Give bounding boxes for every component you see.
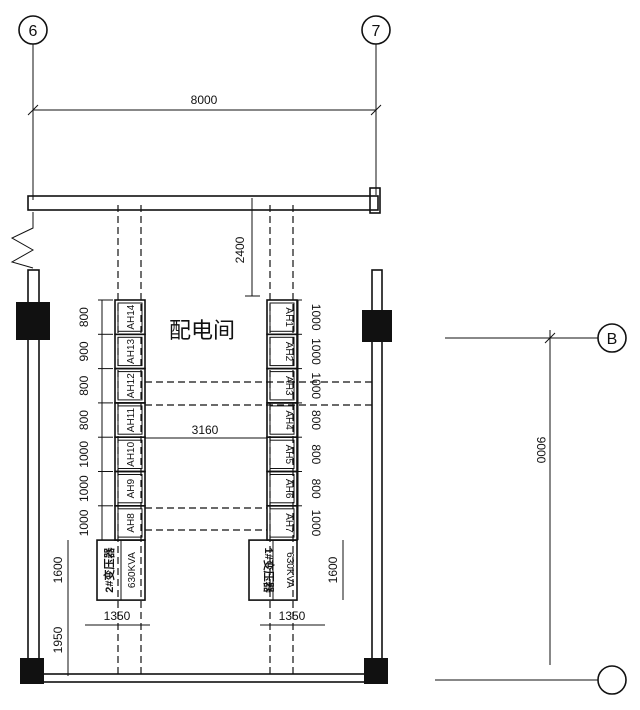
cabinet-label: AH4 (283, 410, 294, 430)
cabinet-width-label: 1000 (77, 441, 91, 468)
left-base-label: 1350 (104, 609, 131, 623)
cabinet-label: AH6 (283, 479, 294, 499)
cabinet-width-label: 900 (77, 341, 91, 361)
cabinet-width-label: 800 (77, 375, 91, 395)
axis-7-label: 7 (372, 23, 381, 40)
column-left-bottom (20, 658, 44, 684)
cable-trenches (117, 205, 372, 675)
cabinet-label: AH2 (283, 342, 294, 362)
cabinet-label: AH3 (283, 376, 294, 396)
axis-b-label: B (607, 331, 618, 348)
dimension-8000: 8000 (27, 93, 382, 116)
room-label: 配电间 (169, 318, 235, 343)
dimension-2400-label: 2400 (233, 236, 247, 263)
dimension-3160-label: 3160 (192, 423, 219, 437)
left-transformer-depth-label: 1600 (51, 556, 65, 583)
cabinet-width-label: 1000 (309, 304, 323, 331)
cabinet-label: AH12 (126, 373, 137, 398)
right-base-label: 1350 (279, 609, 306, 623)
dimension-2400: 2400 (233, 198, 260, 297)
cabinet-label: AH11 (126, 407, 137, 432)
transformer-capacity: 630KVA (284, 552, 295, 588)
transformer-name: 2#变压器 (102, 546, 116, 592)
base-dimensions: 1350 1350 1600 1950 1600 (51, 540, 344, 676)
column-left-top (16, 302, 50, 340)
cabinet-width-label: 800 (77, 410, 91, 430)
cabinet-width-label: 1000 (77, 475, 91, 502)
dimension-3160: 3160 (145, 423, 267, 439)
dimension-9000-label: 9000 (534, 437, 548, 464)
cabinet-width-label: 800 (77, 307, 91, 327)
left-offset-label: 1950 (51, 626, 65, 653)
column-right-top (362, 310, 392, 342)
walls (10, 187, 392, 684)
dimension-8000-label: 8000 (191, 93, 218, 107)
cabinet-label: AH14 (126, 304, 137, 329)
axis-7: 7 (361, 15, 391, 195)
cabinet-width-label: 1000 (309, 372, 323, 399)
cabinet-label: AH9 (126, 478, 137, 498)
cabinet-label: AH7 (283, 513, 294, 533)
cabinet-label: AH1 (283, 307, 294, 327)
cabinet-label: AH5 (283, 445, 294, 465)
transformer-name: 1#变压器 (262, 547, 276, 593)
left-row: AH14800AH13900AH12800AH11800AH101000AH91… (77, 299, 146, 601)
cabinet-width-label: 1000 (309, 338, 323, 365)
cabinet-width-label: 1000 (309, 510, 323, 537)
dimension-9000: 9000 (534, 330, 556, 665)
cabinet-width-label: 800 (309, 410, 323, 430)
axis-6-label: 6 (29, 23, 38, 40)
cabinet-label: AH8 (126, 513, 137, 533)
axis-6: 6 (18, 15, 48, 200)
cabinet-label: AH13 (126, 339, 137, 364)
cabinet-width-label: 800 (309, 444, 323, 464)
column-right-bottom (364, 658, 388, 684)
cabinet-label: AH10 (126, 441, 137, 466)
axis-b: B (435, 323, 627, 695)
transformer-capacity: 630KVA (127, 552, 138, 588)
cabinet-width-label: 1000 (77, 509, 91, 536)
cabinet-width-label: 800 (309, 479, 323, 499)
right-transformer-depth-label: 1600 (326, 556, 340, 583)
